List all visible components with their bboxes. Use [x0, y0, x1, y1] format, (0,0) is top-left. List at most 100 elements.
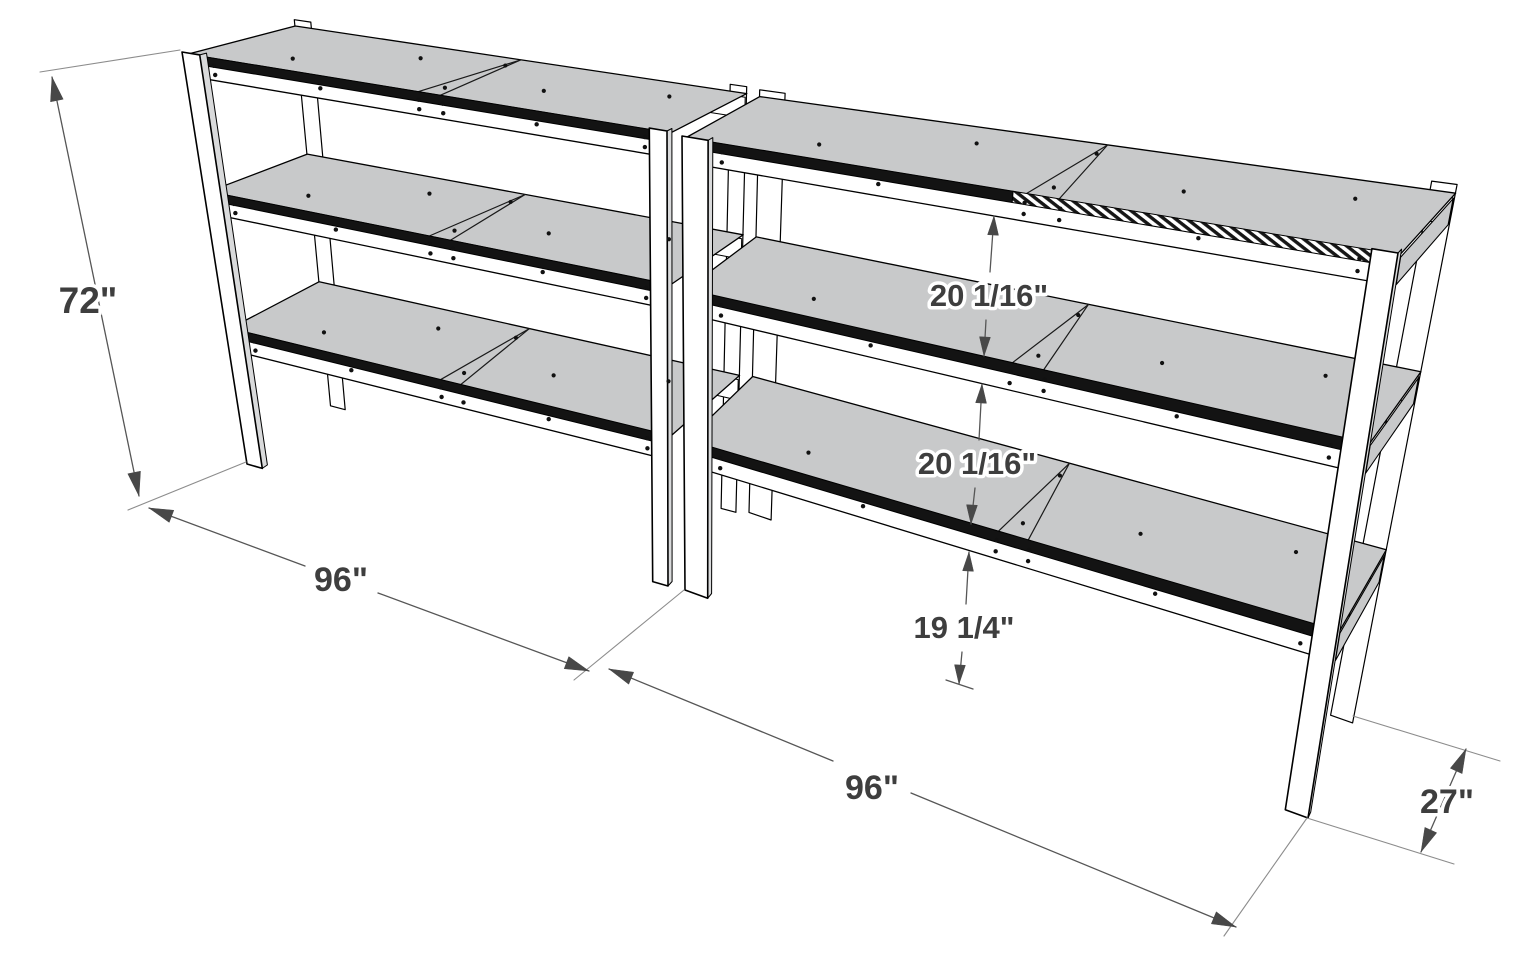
dimension-line — [51, 76, 140, 497]
panel-screw-dot — [508, 199, 513, 205]
shelf-bay-left — [181, 19, 748, 587]
screw-dot — [211, 63, 217, 69]
screw-dot — [719, 160, 724, 165]
arrowhead — [1450, 748, 1467, 774]
screw-dot — [1042, 377, 1047, 382]
panel-screw-dot — [436, 326, 441, 331]
screw-dot — [349, 368, 354, 373]
arrowhead — [50, 76, 64, 103]
panel-screw-dot — [811, 296, 816, 301]
screw-dot — [450, 246, 455, 251]
panel-screw-dot — [974, 141, 979, 146]
arrowhead — [962, 551, 974, 572]
screw-dot — [212, 72, 218, 78]
extension-lines — [39, 49, 1501, 937]
panel-screw-dot — [290, 56, 295, 61]
panel-seam-line — [1043, 303, 1089, 371]
panel-screw-dot — [418, 56, 423, 61]
screw-dot — [1058, 206, 1063, 211]
screw-dot — [645, 436, 650, 441]
arrowhead — [1211, 911, 1237, 928]
screw-dot — [643, 295, 649, 301]
panel-seam-line — [1027, 462, 1070, 541]
dim-label-upper-opening: 20 1/16" — [930, 278, 1048, 313]
panel-screw-dot — [1353, 196, 1358, 201]
panel-screw-dot — [1036, 353, 1041, 358]
screw-dot — [460, 390, 466, 396]
screw-dot — [868, 343, 873, 348]
screw-dot — [1174, 414, 1179, 419]
dim-label-bay2-length: 96" — [845, 769, 899, 807]
panel-screw-dot — [461, 370, 467, 376]
panel-screw-dot — [546, 231, 551, 236]
screw-dot — [1025, 558, 1031, 564]
screw-dot — [994, 537, 999, 543]
panel-screw-dot — [1159, 360, 1165, 366]
screw-dot — [546, 416, 551, 422]
panel-seam-line — [997, 462, 1070, 532]
screw-dot — [993, 549, 998, 554]
panel-screw-dot — [666, 379, 671, 384]
screw-dot — [318, 86, 323, 91]
panel-screw-dot — [1138, 531, 1143, 536]
extension-line — [1352, 715, 1501, 762]
screw-dot — [440, 101, 445, 106]
panel-screw-dot — [306, 193, 311, 198]
panel-screw-dot — [667, 94, 672, 99]
dimension-arrowheads — [50, 76, 1467, 928]
arrowhead — [1420, 827, 1437, 853]
panel-screw-dot — [948, 453, 954, 458]
screw-dot — [719, 150, 725, 155]
screw-dot — [717, 465, 723, 471]
extension-line — [39, 49, 181, 73]
extension-line — [573, 589, 685, 681]
panel-screw-dot — [427, 191, 432, 196]
screw-dot — [1355, 268, 1360, 274]
arrowhead — [987, 215, 999, 236]
dim-label-middle-opening: 20 1/16" — [918, 446, 1036, 481]
screw-dot — [876, 181, 881, 187]
panel-screw-dot — [1323, 373, 1328, 378]
panel-screw-dot — [666, 237, 672, 242]
screw-dot — [251, 339, 257, 344]
panel-screw-dot — [442, 85, 448, 90]
screw-dot — [253, 348, 258, 353]
panel-seam-line — [1058, 144, 1109, 200]
panel-screw-dot — [1293, 549, 1299, 555]
screw-dot — [642, 134, 647, 140]
dimension-line — [910, 792, 1237, 928]
screw-dot — [642, 144, 648, 150]
dimension-lines — [51, 76, 1467, 928]
shelf-bay-right — [681, 89, 1458, 819]
screw-dot — [718, 313, 724, 318]
panel-screw-dot — [1057, 473, 1062, 478]
arrowhead — [127, 470, 141, 497]
screw-dot — [451, 255, 456, 261]
panel-screw-dot — [961, 297, 966, 302]
dimension-line — [377, 592, 590, 672]
panel-screw-dot — [321, 330, 327, 335]
screw-dot — [438, 385, 444, 390]
panel-screw-dot — [452, 228, 457, 233]
extension-line — [1223, 817, 1308, 937]
extension-line — [127, 461, 247, 511]
screw-dot — [1026, 547, 1032, 552]
panel-seam-line — [1011, 303, 1089, 364]
panel-screw-dot — [1181, 189, 1186, 194]
screw-dot — [645, 446, 650, 451]
screw-dot — [718, 303, 724, 308]
screw-dot — [1196, 236, 1201, 241]
dim-label-depth: 27" — [1420, 783, 1474, 821]
arrowhead — [966, 504, 978, 525]
panel-screw-dot — [551, 373, 556, 378]
screw-dot — [1008, 369, 1013, 374]
front-leg-side-face — [199, 52, 268, 469]
arrowhead — [563, 656, 590, 672]
screw-dot — [1328, 442, 1333, 448]
dim-label-bottom-clearance: 19 1/4" — [914, 610, 1015, 645]
shelf-scene — [39, 19, 1501, 937]
screw-dot — [860, 503, 866, 509]
arrowhead — [608, 668, 634, 685]
